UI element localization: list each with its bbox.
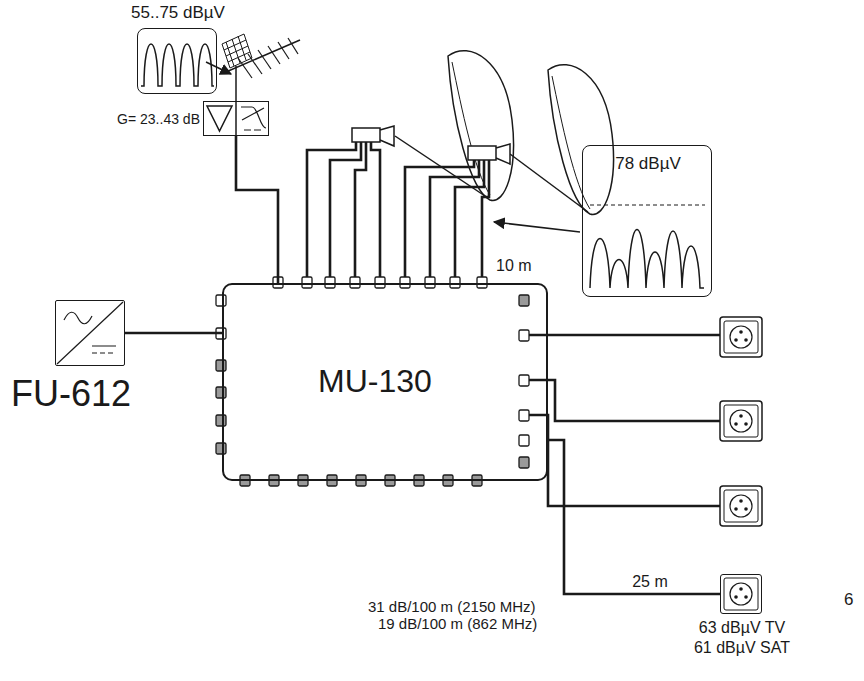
cable-length: 25 m xyxy=(630,573,670,591)
port xyxy=(519,457,529,468)
node-text: MU-130 xyxy=(224,363,526,400)
power-supply-diagonal xyxy=(57,302,123,364)
outlet-face xyxy=(724,578,758,610)
cable-length: 10 m xyxy=(494,257,534,275)
antenna-reflector xyxy=(222,34,252,68)
spectrum-waveform xyxy=(141,44,214,86)
power-supply-box: FU-612 xyxy=(55,300,125,366)
amplifier-triangle xyxy=(207,106,232,131)
port xyxy=(519,295,529,306)
cable-attenuation: 31 dB/100 m (2150 MHz) xyxy=(366,598,538,615)
spectrum-box: 55..75 dBµV xyxy=(137,28,217,94)
spectrum-waveform xyxy=(590,230,704,289)
amplifier-box: G= 23..43 dB xyxy=(203,101,269,136)
port xyxy=(216,443,226,454)
port xyxy=(519,435,529,446)
node-text: 78 dBµV xyxy=(583,154,713,174)
node-text: 61 dBµV SAT xyxy=(669,639,815,657)
spectrum-box: 78 dBµV xyxy=(582,145,712,297)
port xyxy=(519,410,529,421)
page-number: 6 xyxy=(842,590,855,610)
filter-symbol xyxy=(241,107,266,130)
wall-outlet xyxy=(720,401,762,441)
wall-outlet xyxy=(720,317,762,357)
coax-cable xyxy=(125,332,222,335)
port xyxy=(216,295,226,306)
coax-cable xyxy=(405,160,489,278)
dish-reflector xyxy=(548,65,613,215)
coax-cable xyxy=(236,136,278,283)
port xyxy=(216,387,226,398)
wall-outlet xyxy=(720,486,762,526)
multiswitch-box: MU-130 xyxy=(222,283,548,481)
multiswitch-ports xyxy=(216,277,529,486)
outlet-pins xyxy=(734,330,748,599)
cable-attenuation: 19 dB/100 m (862 MHz) xyxy=(376,615,539,632)
lnb xyxy=(352,126,394,146)
port xyxy=(216,415,226,426)
wall-outlet: 63 dBµV TV61 dBµV SAT xyxy=(720,574,762,614)
leader-arrow xyxy=(494,222,580,232)
port xyxy=(519,375,529,386)
dc-symbol xyxy=(92,346,116,353)
amplifier-divider xyxy=(235,101,237,136)
port xyxy=(216,360,226,371)
level-line xyxy=(590,205,705,206)
antenna-boom xyxy=(226,40,300,72)
coax-cable xyxy=(307,142,380,278)
ac-symbol xyxy=(64,312,92,324)
coax-cable xyxy=(524,335,720,506)
node-text: 63 dBµV TV xyxy=(669,619,815,637)
node-text: 55..75 dBµV xyxy=(118,3,238,23)
port xyxy=(519,330,529,341)
node-text: FU-612 xyxy=(0,373,161,414)
node-text: G= 23..43 dB xyxy=(104,111,200,127)
dish-arm xyxy=(510,154,588,212)
coax-cable xyxy=(548,440,720,594)
antenna-mast xyxy=(235,66,237,101)
